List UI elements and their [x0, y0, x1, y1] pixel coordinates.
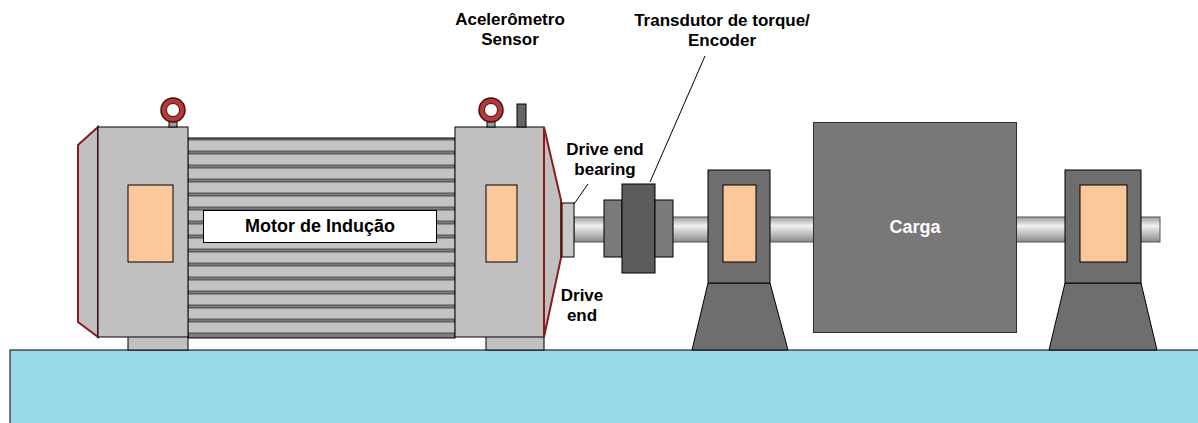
part-label: Drive end [546, 286, 618, 326]
pedestal-base [1049, 283, 1157, 350]
pedestal-base [692, 283, 788, 350]
floor-base [10, 350, 1198, 423]
cooling-fin [188, 294, 455, 305]
cooling-fin [188, 266, 455, 277]
eye-bolt [479, 98, 503, 122]
sensor-label: Acelerômetro Sensor [435, 10, 585, 50]
cooling-fin [188, 182, 455, 193]
bearing-housing [723, 185, 756, 262]
motor-end-cap [78, 127, 98, 337]
motor-name-plate: Motor de Indução [203, 210, 437, 243]
pedestal-block [1065, 170, 1141, 283]
cooling-fin [188, 308, 455, 319]
drive-end-cone [544, 127, 561, 337]
motor-foot [128, 336, 188, 350]
cooling-fin [188, 140, 455, 151]
part-label: Drive end bearing [550, 140, 660, 180]
leader-line [574, 184, 588, 204]
node-label: Carga [889, 217, 940, 238]
coupling-flange [604, 200, 622, 257]
bearing [562, 203, 574, 257]
cooling-fin [188, 280, 455, 291]
part-label: Transdutor de torque/ Encoder [607, 11, 837, 51]
torque-transducer [622, 184, 655, 273]
cooling-fin [188, 168, 455, 179]
node-label: Motor de Indução [245, 216, 395, 237]
leader-line [650, 56, 705, 182]
accelerometer-sensor [517, 104, 526, 127]
pedestal-block [708, 170, 770, 283]
motor-end-frame [455, 127, 544, 337]
motor-end-frame [98, 127, 188, 337]
cooling-fin [188, 154, 455, 165]
eye-bolt-hole [485, 104, 498, 117]
motor-fin-core [188, 138, 455, 338]
cooling-fin [188, 196, 455, 207]
bearing-housing [1080, 185, 1127, 262]
cooling-fin [188, 322, 455, 333]
motor-fins [188, 140, 455, 333]
cooling-fin [188, 252, 455, 263]
eye-bolt [161, 98, 185, 122]
coupling-flange [655, 200, 673, 257]
load-box: Carga [813, 122, 1017, 333]
terminal-plate [486, 185, 517, 262]
motor-foot [486, 336, 544, 350]
terminal-plate [128, 185, 173, 262]
eye-bolt-hole [167, 104, 180, 117]
